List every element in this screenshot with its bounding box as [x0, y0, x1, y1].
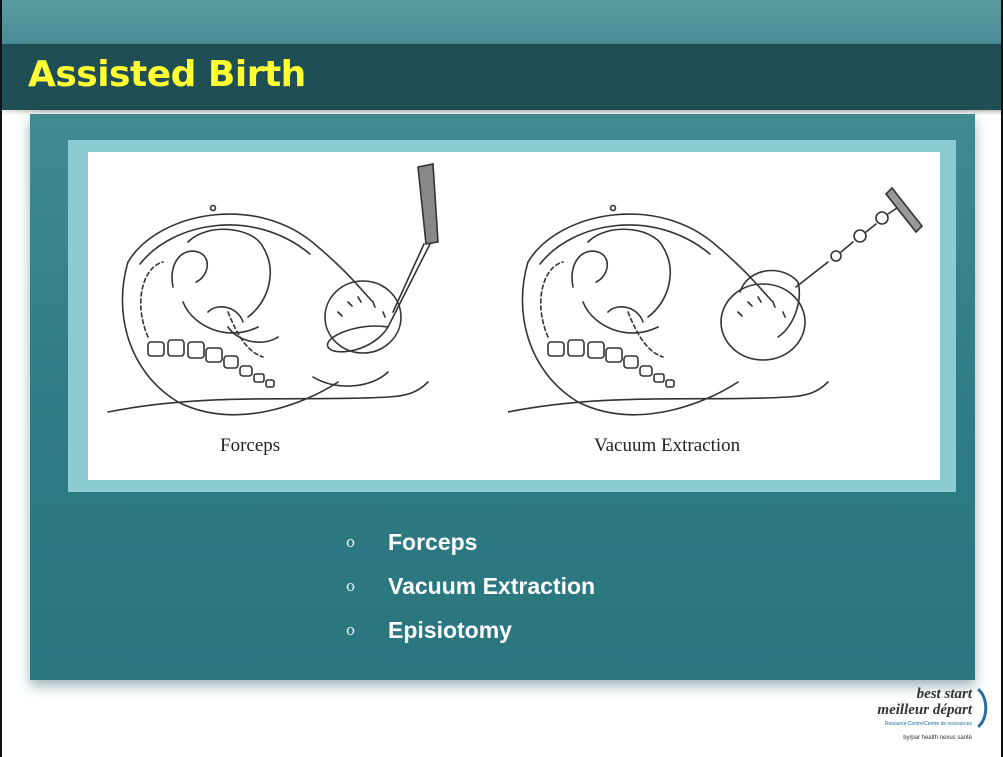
forceps-caption: Forceps: [220, 435, 280, 457]
bullet-label: Vacuum Extraction: [388, 573, 595, 600]
bullet-label: Forceps: [388, 529, 477, 556]
best-start-logo: best start meilleur départ Resource Cent…: [862, 686, 992, 752]
bullet-marker-icon: o: [346, 533, 372, 551]
list-item: o Forceps: [346, 520, 595, 564]
illustration-box: Forceps: [88, 152, 940, 480]
bullet-marker-icon: o: [346, 621, 372, 639]
logo-line-2: meilleur départ: [877, 702, 972, 719]
vacuum-caption: Vacuum Extraction: [594, 435, 740, 457]
logo-partner: by/par health nexus santé: [903, 735, 972, 741]
top-strip: [2, 0, 1003, 44]
forceps-delivery-illustration: [88, 152, 488, 442]
bullet-label: Episiotomy: [388, 617, 512, 644]
list-item: o Episiotomy: [346, 608, 595, 652]
bullet-marker-icon: o: [346, 577, 372, 595]
logo-subtitle: Resource Centre/Centre de ressources: [885, 721, 972, 727]
logo-line-1: best start: [917, 686, 972, 703]
vacuum-extraction-illustration: [508, 152, 938, 442]
bracket-icon: [976, 688, 990, 728]
bullet-list: o Forceps o Vacuum Extraction o Episioto…: [346, 520, 595, 652]
slide-title: Assisted Birth: [28, 54, 306, 95]
list-item: o Vacuum Extraction: [346, 564, 595, 608]
